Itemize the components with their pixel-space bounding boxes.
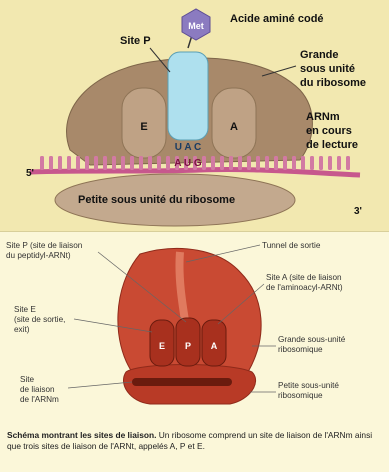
mrna-tooth xyxy=(229,156,233,170)
mrna-tooth xyxy=(265,156,269,170)
site-p-desc: Site P (site de liaison du peptidyl-ARNt… xyxy=(6,241,85,260)
mrna-tooth xyxy=(103,156,107,170)
exit-tunnel-label: Tunnel de sortie xyxy=(262,241,321,250)
mrna-tooth xyxy=(292,156,296,170)
mrna-label: ARNm en cours de lecture xyxy=(306,111,358,151)
mrna-tooth xyxy=(49,156,53,170)
mrna-tooth xyxy=(85,156,89,170)
trna-shape xyxy=(168,52,208,140)
small-subunit-desc: Petite sous-unité ribosomique xyxy=(278,381,341,400)
anticodon-text: U A C xyxy=(175,142,201,153)
mrna-tooth xyxy=(130,156,134,170)
caption-title: Schéma montrant les sites de liaison. xyxy=(7,430,156,440)
mrna-tooth xyxy=(310,156,314,170)
mrna-tooth xyxy=(202,156,206,170)
mrna-tooth xyxy=(76,156,80,170)
mrna-tooth xyxy=(328,156,332,170)
mrna-tooth xyxy=(94,156,98,170)
mrna-tooth xyxy=(283,156,287,170)
ribosome-diagram-top: Met Acide aminé codé Site P Grande sous … xyxy=(0,0,389,231)
mrna-tooth xyxy=(220,156,224,170)
tube-e-label: E xyxy=(159,341,165,351)
mrna-tooth xyxy=(148,156,152,170)
mrna-tooth xyxy=(301,156,305,170)
site-a-label: A xyxy=(230,121,238,133)
mrna-tooth xyxy=(139,156,143,170)
small-subunit-label: Petite sous unité du ribosome xyxy=(78,194,235,206)
mrna-channel xyxy=(132,378,232,386)
mrna-tooth xyxy=(274,156,278,170)
tube-a-label: A xyxy=(211,341,218,351)
mrna-tooth xyxy=(346,156,350,170)
codon-text: A U G xyxy=(174,158,202,169)
site-e-desc: Site E (site de sortie, exit) xyxy=(14,305,68,334)
mrna-tooth xyxy=(112,156,116,170)
mrna-tooth xyxy=(211,156,215,170)
mrna-tooth xyxy=(256,156,260,170)
mrna-tooth xyxy=(40,156,44,170)
site-p-label: Site P xyxy=(120,35,151,47)
large-subunit-label: Grande sous unité du ribosome xyxy=(300,49,366,89)
mrna-tooth xyxy=(337,156,341,170)
mrna-tooth xyxy=(157,156,161,170)
bottom-panel: E P A Site P (site de liaison du peptidy… xyxy=(0,231,389,472)
mrna-tooth xyxy=(166,156,170,170)
mrna-site-desc: Site de liaison de l'ARNm xyxy=(20,375,59,404)
site-e-label: E xyxy=(140,121,147,133)
site-a-desc: Site A (site de liaison de l'aminoacyl-A… xyxy=(266,273,344,292)
mrna-tooth xyxy=(238,156,242,170)
mrna-tooth xyxy=(247,156,251,170)
top-panel: Met Acide aminé codé Site P Grande sous … xyxy=(0,0,389,231)
three-prime-label: 3' xyxy=(354,206,362,217)
figure-caption: Schéma montrant les sites de liaison. Un… xyxy=(7,430,383,451)
mrna-tooth xyxy=(121,156,125,170)
tube-p-label: P xyxy=(185,341,191,351)
amino-acid-tag: Met xyxy=(188,21,204,31)
amino-acid-label: Acide aminé codé xyxy=(230,13,324,25)
mrna-tooth xyxy=(319,156,323,170)
five-prime-label: 5' xyxy=(26,168,34,179)
mrna-tooth xyxy=(67,156,71,170)
mrna-tooth xyxy=(58,156,62,170)
large-subunit-desc: Grande sous-unité ribosomique xyxy=(278,335,348,354)
